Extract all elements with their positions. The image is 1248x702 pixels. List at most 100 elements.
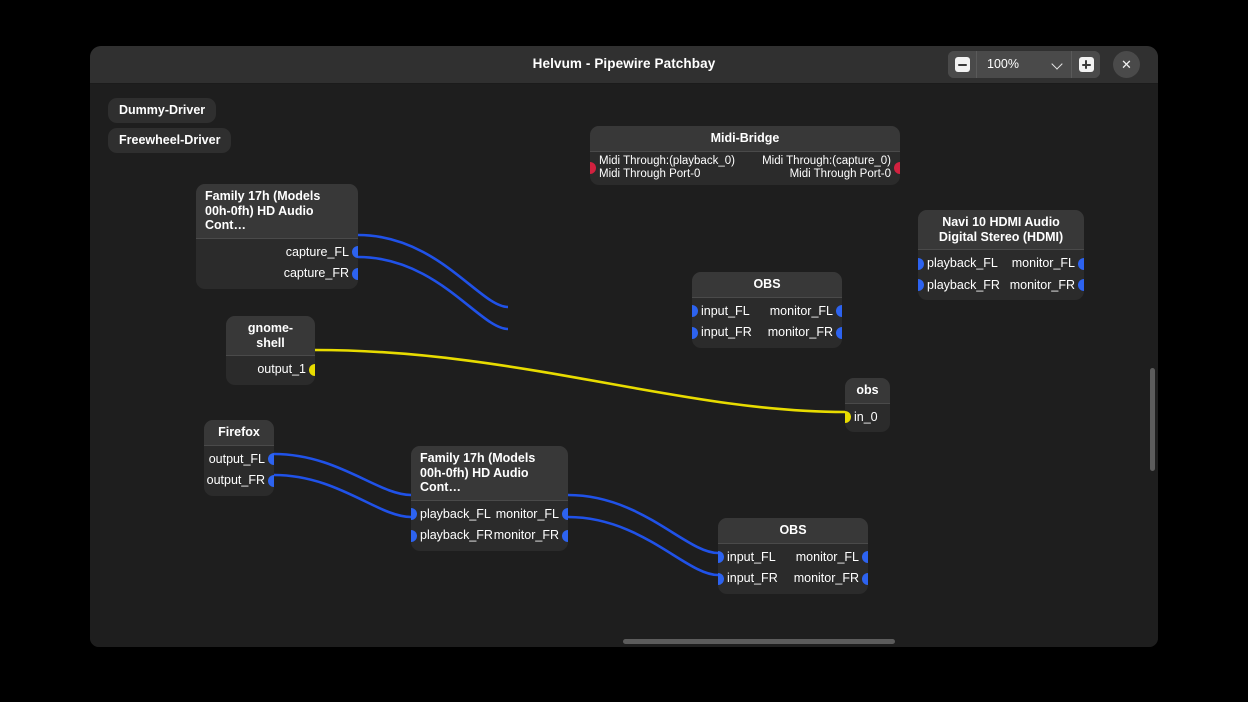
vertical-scrollbar-thumb[interactable] — [1150, 368, 1155, 471]
port-list: output_1 — [226, 356, 315, 385]
port-dot-monitor-fl[interactable] — [862, 551, 868, 564]
port-dot-monitor-fr[interactable] — [562, 529, 568, 542]
node-title: Firefox — [204, 420, 274, 446]
port-row[interactable]: input_FL monitor_FL — [718, 547, 868, 569]
port-row[interactable]: output_FL — [204, 449, 274, 471]
port-list: input_FL monitor_FL input_FR monitor_FR — [718, 544, 868, 594]
port-list: capture_FL capture_FR — [196, 239, 358, 289]
link-gnome-output1-to-obs-in0 — [314, 348, 846, 414]
port-label: monitor_FL — [495, 506, 559, 521]
window-title: Helvum - Pipewire Patchbay — [532, 56, 716, 71]
port-row[interactable]: playback_FR monitor_FR — [918, 275, 1084, 297]
link-capture-fr-to-obs-input-fr — [357, 255, 509, 331]
port-dot-output-fr[interactable] — [268, 474, 274, 487]
port-row[interactable]: input_FR monitor_FR — [718, 568, 868, 590]
port-row[interactable]: output_FR — [204, 470, 274, 492]
port-dot-playback-fr[interactable] — [918, 279, 924, 292]
horizontal-scrollbar-thumb[interactable] — [623, 639, 895, 644]
link-firefox-fr-to-playback-fr — [273, 473, 412, 519]
port-dot-output-fl[interactable] — [268, 453, 274, 466]
port-row[interactable]: output_1 — [226, 359, 315, 381]
node-title: Family 17h (Models 00h-0fh) HD Audio Con… — [411, 446, 568, 501]
port-row[interactable]: Midi Through:(playback_0) Midi Through P… — [590, 154, 900, 182]
port-dot-output-1[interactable] — [309, 363, 315, 376]
port-dot-in-0[interactable] — [845, 411, 851, 424]
port-dot-monitor-fr[interactable] — [836, 326, 842, 339]
port-row[interactable]: playback_FL monitor_FL — [918, 253, 1084, 275]
port-label: monitor_FR — [767, 325, 833, 339]
port-row[interactable]: capture_FR — [196, 263, 358, 285]
port-dot-monitor-fr[interactable] — [1078, 279, 1084, 292]
port-label: output_1 — [257, 362, 306, 376]
node-gnome-shell[interactable]: gnome-shell output_1 — [226, 316, 315, 385]
port-label: input_FL — [701, 303, 750, 318]
port-label: monitor_FL — [1011, 256, 1075, 270]
port-label: playback_FL — [420, 506, 491, 521]
port-label: capture_FL — [285, 244, 349, 259]
port-list: input_FL monitor_FL input_FR monitor_FR — [692, 298, 842, 348]
close-button[interactable]: ✕ — [1113, 51, 1140, 78]
port-label: output_FL — [208, 451, 265, 466]
patchbay-canvas[interactable]: Dummy-Driver Freewheel-Driver Family 17h… — [90, 84, 1158, 647]
zoom-out-button[interactable] — [948, 51, 976, 78]
port-dot-midi-playback[interactable] — [590, 161, 596, 174]
node-title: Family 17h (Models 00h-0fh) HD Audio Con… — [196, 184, 358, 239]
port-label: monitor_FR — [493, 528, 559, 542]
node-obs-bottom[interactable]: OBS input_FL monitor_FL input_FR monitor… — [718, 518, 868, 594]
port-label: input_FL — [727, 549, 776, 564]
zoom-control[interactable]: 100% — [948, 51, 1100, 78]
port-dot-monitor-fl[interactable] — [562, 508, 568, 521]
minus-icon — [954, 57, 970, 72]
port-label: monitor_FR — [793, 571, 859, 585]
port-label: playback_FR — [927, 277, 1000, 292]
port-label: capture_FR — [283, 266, 349, 280]
port-list: Midi Through:(playback_0) Midi Through P… — [590, 152, 900, 185]
port-row[interactable]: capture_FL — [196, 242, 358, 264]
port-dot-midi-capture[interactable] — [894, 161, 900, 174]
port-dot-playback-fl[interactable] — [918, 257, 924, 270]
port-dot-playback-fl[interactable] — [411, 508, 417, 521]
port-list: in_0 — [845, 404, 890, 433]
chevron-down-icon — [1052, 59, 1063, 70]
port-row[interactable]: playback_FR monitor_FR — [411, 525, 568, 547]
port-row[interactable]: input_FR monitor_FR — [692, 322, 842, 344]
port-dot-monitor-fl[interactable] — [1078, 257, 1084, 270]
port-row[interactable]: in_0 — [845, 407, 890, 429]
port-dot-monitor-fl[interactable] — [836, 305, 842, 318]
port-label: monitor_FL — [795, 549, 859, 564]
port-dot-input-fl[interactable] — [718, 551, 724, 564]
zoom-level-dropdown[interactable]: 100% — [976, 51, 1072, 78]
node-family17h-capture[interactable]: Family 17h (Models 00h-0fh) HD Audio Con… — [196, 184, 358, 289]
zoom-in-button[interactable] — [1072, 51, 1100, 78]
node-title: OBS — [718, 518, 868, 544]
node-family17h-playback[interactable]: Family 17h (Models 00h-0fh) HD Audio Con… — [411, 446, 568, 551]
zoom-level-value: 100% — [987, 57, 1019, 71]
port-row[interactable]: playback_FL monitor_FL — [411, 504, 568, 526]
node-title: Midi-Bridge — [590, 126, 900, 152]
port-dot-playback-fr[interactable] — [411, 529, 417, 542]
port-dot-capture-fl[interactable] — [352, 246, 358, 259]
port-dot-input-fr[interactable] — [692, 326, 698, 339]
node-freewheel-driver[interactable]: Freewheel-Driver — [108, 128, 232, 153]
port-dot-input-fr[interactable] — [718, 572, 724, 585]
port-dot-input-fl[interactable] — [692, 305, 698, 318]
link-layer — [273, 233, 846, 577]
link-capture-fl-to-obs-input-fl — [357, 233, 509, 309]
node-title: obs — [845, 378, 890, 404]
port-dot-capture-fr[interactable] — [352, 267, 358, 280]
node-obs-top[interactable]: OBS input_FL monitor_FL input_FR monitor… — [692, 272, 842, 348]
link-monitor-fr-to-obs-input-fr — [567, 515, 719, 577]
port-list: playback_FL monitor_FL playback_FR monit… — [411, 501, 568, 551]
node-navi10-hdmi[interactable]: Navi 10 HDMI Audio Digital Stereo (HDMI)… — [918, 210, 1084, 300]
port-row[interactable]: input_FL monitor_FL — [692, 301, 842, 323]
port-dot-monitor-fr[interactable] — [862, 572, 868, 585]
node-firefox[interactable]: Firefox output_FL output_FR — [204, 420, 274, 496]
port-list: playback_FL monitor_FL playback_FR monit… — [918, 250, 1084, 300]
node-midi-bridge[interactable]: Midi-Bridge Midi Through:(playback_0) Mi… — [590, 126, 900, 185]
node-obs-small[interactable]: obs in_0 — [845, 378, 890, 432]
node-dummy-driver[interactable]: Dummy-Driver — [108, 98, 217, 123]
port-label: in_0 — [854, 409, 878, 424]
port-label-capture: Midi Through:(capture_0) Midi Through Po… — [762, 155, 891, 180]
titlebar: Helvum - Pipewire Patchbay 100% ✕ — [90, 46, 1158, 84]
